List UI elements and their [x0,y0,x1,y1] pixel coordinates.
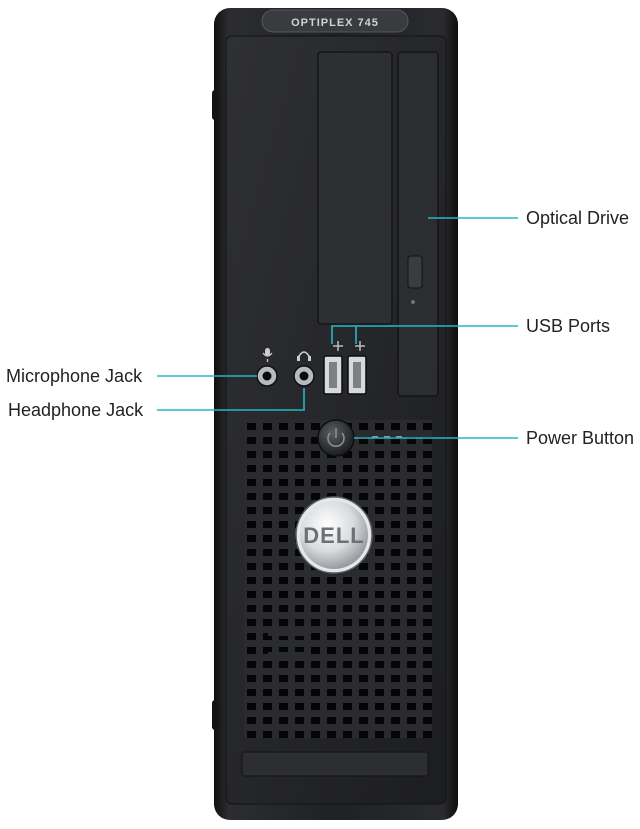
microphone-jack[interactable] [256,365,278,387]
usb-port-tongue [353,362,361,388]
callout-usb-ports: USB Ports [526,316,611,336]
microphone-icon [262,348,273,362]
headphone-jack-leader [157,388,305,411]
usb-port-tongue [329,362,337,388]
model-badge-text: OPTIPLEX 745 [291,17,379,29]
headphone-icon [297,351,311,361]
side-rib [212,90,218,120]
vent-grille [244,420,432,738]
usb-icon [333,341,365,351]
power-button[interactable] [317,419,355,457]
grille-emblem [268,628,308,636]
side-rib [212,700,218,730]
usb-ports-leader [331,325,518,344]
eject-button[interactable] [407,255,423,289]
dell-logo-text: DELL [303,523,364,548]
callout-optical-drive: Optical Drive [526,208,630,228]
callout-lines [157,217,518,439]
dell-logo: DELL [295,496,373,574]
callout-headphone-jack: Headphone Jack [8,400,144,420]
optical-drive [397,51,439,397]
callout-power-button: Power Button [526,428,635,448]
model-badge: OPTIPLEX 745 [261,9,409,33]
drive-activity-led [411,300,415,304]
diagnostic-lights [372,436,402,438]
callout-microphone-jack: Microphone Jack [6,366,143,386]
power-icon [327,432,345,448]
bottom-slot [241,751,429,777]
drive-bay-blank [317,51,393,325]
headphone-jack[interactable] [293,365,315,387]
grille-emblem [268,652,308,660]
io-panel [256,341,367,395]
